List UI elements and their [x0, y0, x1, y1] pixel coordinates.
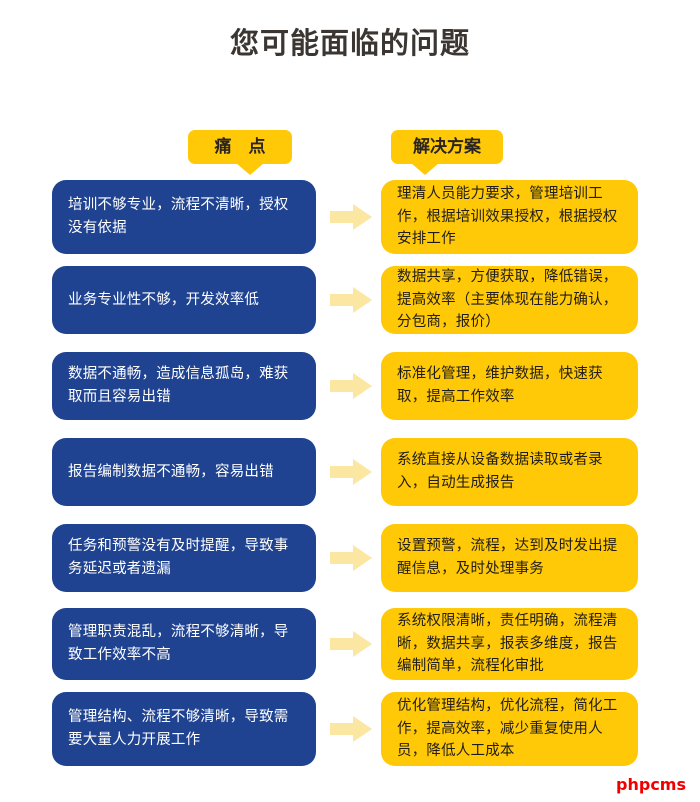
arrow-shaft — [330, 552, 355, 564]
arrow-right-icon — [330, 459, 372, 485]
column-header-pain-points: 痛 点 — [188, 130, 292, 175]
pain-point-card: 数据不通畅，造成信息孤岛，难获取而且容易出错 — [52, 352, 316, 420]
solution-text: 优化管理结构，优化流程，简化工作，提高效率，减少重复使用人员，降低人工成本 — [397, 697, 618, 760]
solution-card: 标准化管理，维护数据，快速获取，提高工作效率 — [381, 352, 638, 420]
pain-point-text: 业务专业性不够，开发效率低 — [68, 291, 260, 308]
arrow-shaft — [330, 211, 355, 223]
arrow-right-icon — [330, 631, 372, 657]
pain-point-text: 报告编制数据不通畅，容易出错 — [68, 463, 274, 480]
column-header-pain-points-label: 痛 点 — [214, 137, 266, 157]
arrow-right-icon — [330, 373, 372, 399]
solution-card: 数据共享，方便获取，降低错误，提高效率（主要体现在能力确认，分包商，报价） — [381, 266, 638, 334]
arrow-head — [353, 459, 372, 485]
problem-solution-row: 数据不通畅，造成信息孤岛，难获取而且容易出错 标准化管理，维护数据，快速获取，提高… — [0, 352, 700, 420]
badge-pointer-icon — [411, 163, 439, 175]
pain-point-text: 管理职责混乱，流程不够清晰，导致工作效率不高 — [68, 624, 289, 663]
arrow-right-icon — [330, 204, 372, 230]
pain-point-text: 数据不通畅，造成信息孤岛，难获取而且容易出错 — [68, 366, 289, 405]
pain-point-card: 培训不够专业，流程不清晰，授权没有依据 — [52, 180, 316, 254]
badge-pointer-icon — [236, 163, 264, 175]
solution-text: 系统直接从设备数据读取或者录入，自动生成报告 — [397, 452, 603, 491]
solution-card: 系统权限清晰，责任明确，流程清晰，数据共享，报表多维度，报告编制简单，流程化审批 — [381, 608, 638, 680]
arrow-right-icon — [330, 716, 372, 742]
solution-card: 系统直接从设备数据读取或者录入，自动生成报告 — [381, 438, 638, 506]
solution-card: 理清人员能力要求，管理培训工作，根据培训效果授权，根据授权安排工作 — [381, 180, 638, 254]
page-title: 您可能面临的问题 — [229, 26, 470, 60]
arrow-head — [353, 631, 372, 657]
problem-solution-row: 管理职责混乱，流程不够清晰，导致工作效率不高 系统权限清晰，责任明确，流程清晰，数… — [0, 608, 700, 680]
arrow-shaft — [330, 723, 355, 735]
solution-text: 理清人员能力要求，管理培训工作，根据培训效果授权，根据授权安排工作 — [397, 185, 618, 248]
arrow-shaft — [330, 638, 355, 650]
arrow-shaft — [330, 294, 355, 306]
pain-point-text: 培训不够专业，流程不清晰，授权没有依据 — [68, 197, 289, 236]
arrow-head — [353, 204, 372, 230]
column-header-solutions: 解决方案 — [391, 130, 503, 175]
pain-point-card: 任务和预警没有及时提醒，导致事务延迟或者遗漏 — [52, 524, 316, 592]
watermark: phpcms — [616, 775, 686, 794]
pain-point-card: 管理结构、流程不够清晰，导致需要大量人力开展工作 — [52, 692, 316, 766]
pain-point-text: 管理结构、流程不够清晰，导致需要大量人力开展工作 — [68, 709, 289, 748]
arrow-shaft — [330, 380, 355, 392]
problem-solution-row: 培训不够专业，流程不清晰，授权没有依据 理清人员能力要求，管理培训工作，根据培训效… — [0, 180, 700, 254]
pain-point-card: 报告编制数据不通畅，容易出错 — [52, 438, 316, 506]
solution-card: 设置预警，流程，达到及时发出提醒信息，及时处理事务 — [381, 524, 638, 592]
arrow-head — [353, 545, 372, 571]
solution-text: 标准化管理，维护数据，快速获取，提高工作效率 — [397, 366, 603, 405]
arrow-right-icon — [330, 545, 372, 571]
arrow-head — [353, 373, 372, 399]
arrow-right-icon — [330, 287, 372, 313]
problem-solution-row: 业务专业性不够，开发效率低 数据共享，方便获取，降低错误，提高效率（主要体现在能力… — [0, 266, 700, 334]
problem-solution-row: 管理结构、流程不够清晰，导致需要大量人力开展工作 优化管理结构，优化流程，简化工作… — [0, 692, 700, 766]
solution-text: 系统权限清晰，责任明确，流程清晰，数据共享，报表多维度，报告编制简单，流程化审批 — [397, 612, 618, 675]
pain-point-text: 任务和预警没有及时提醒，导致事务延迟或者遗漏 — [68, 538, 289, 577]
problem-solution-row: 任务和预警没有及时提醒，导致事务延迟或者遗漏 设置预警，流程，达到及时发出提醒信息… — [0, 524, 700, 592]
pain-point-card: 管理职责混乱，流程不够清晰，导致工作效率不高 — [52, 608, 316, 680]
arrow-shaft — [330, 466, 355, 478]
arrow-head — [353, 716, 372, 742]
column-header-solutions-label: 解决方案 — [413, 137, 481, 157]
problem-solution-row: 报告编制数据不通畅，容易出错 系统直接从设备数据读取或者录入，自动生成报告 — [0, 438, 700, 506]
pain-point-card: 业务专业性不够，开发效率低 — [52, 266, 316, 334]
solution-text: 设置预警，流程，达到及时发出提醒信息，及时处理事务 — [397, 538, 618, 577]
solution-card: 优化管理结构，优化流程，简化工作，提高效率，减少重复使用人员，降低人工成本 — [381, 692, 638, 766]
arrow-head — [353, 287, 372, 313]
solution-text: 数据共享，方便获取，降低错误，提高效率（主要体现在能力确认，分包商，报价） — [397, 268, 618, 331]
